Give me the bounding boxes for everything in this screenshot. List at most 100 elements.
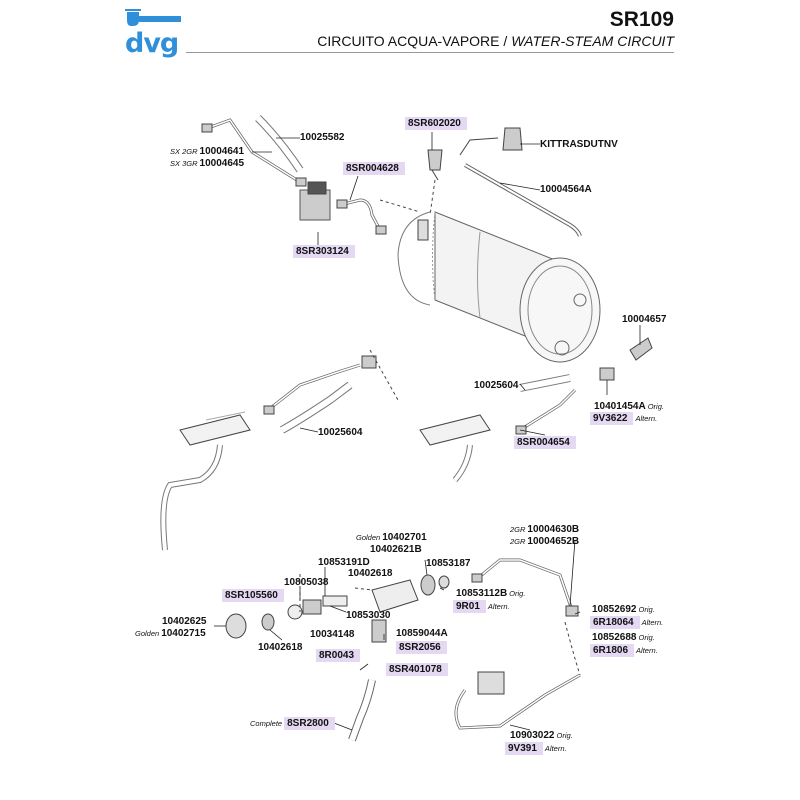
- part-number: 9R01: [453, 600, 486, 613]
- part-label-KITTRASDUTNV: KITTRASDUTNV: [540, 139, 618, 150]
- part-label-8SR105560: 8SR105560: [222, 589, 284, 602]
- part-number: 10852692: [592, 604, 637, 615]
- part-label-8SR004628: 8SR004628: [343, 162, 405, 175]
- part-number: 10004630B: [527, 524, 580, 535]
- part-label-10402625: 10402625: [162, 616, 207, 627]
- part-number: 10853112B: [456, 588, 508, 599]
- part-label-8SR2056: 8SR2056: [396, 641, 447, 654]
- part-number: 10004641: [199, 146, 245, 157]
- label-prefix: Complete: [250, 719, 283, 728]
- part-label-8R0043: 8R0043: [316, 649, 361, 662]
- part-number: 10903022: [510, 730, 555, 741]
- label-suffix: Altern.: [487, 602, 510, 611]
- label-suffix: Altern.: [544, 744, 567, 753]
- part-label-8SR401078: 8SR401078: [386, 663, 448, 676]
- model-number: SR109: [609, 8, 674, 31]
- part-label-8SR602020: 8SR602020: [405, 117, 467, 130]
- part-label-10004657: 10004657: [622, 314, 667, 325]
- part-number: 10004645: [199, 158, 245, 169]
- label-suffix: Altern.: [636, 646, 658, 655]
- part-label-8SR303124: 8SR303124: [293, 245, 355, 258]
- right-steam-wand: [419, 414, 491, 482]
- part-number: 9V3622: [590, 412, 634, 425]
- label-prefix: 2GR: [510, 537, 526, 546]
- header-rule: [186, 52, 674, 53]
- label-suffix: Orig.: [509, 589, 526, 598]
- part-label-10402621B: 10402621B: [370, 544, 422, 555]
- top-left-pipes: [201, 115, 421, 235]
- label-suffix: Altern.: [641, 618, 664, 627]
- part-label-10859044A: 10859044A: [396, 628, 448, 639]
- label-suffix: Orig.: [638, 605, 655, 614]
- part-number: 6R1806: [590, 644, 635, 657]
- part-number: 8SR2056: [396, 641, 447, 654]
- bottom-right-assembly: [454, 558, 581, 730]
- part-number: 8SR303124: [293, 245, 355, 258]
- part-label-8SR004654: 8SR004654: [514, 436, 576, 449]
- part-label-10853191D: 10853191D: [318, 557, 370, 568]
- bottom-left-assembly: [225, 574, 450, 742]
- leader-lines: [214, 132, 641, 731]
- part-label-10853030: 10853030: [346, 610, 391, 621]
- title-separator: /: [499, 33, 512, 49]
- part-number: 10004652B: [527, 536, 580, 547]
- label-prefix: 2GR: [510, 525, 526, 534]
- label-suffix: Orig.: [556, 731, 573, 740]
- part-number: 8SR004654: [514, 436, 576, 449]
- part-label-10025582: 10025582: [300, 132, 345, 143]
- part-number: 8SR602020: [405, 117, 467, 130]
- left-steam-wand: [160, 349, 399, 551]
- part-number: 8SR2800: [284, 717, 335, 730]
- top-right-parts: [427, 127, 582, 237]
- label-prefix: Golden: [356, 533, 381, 542]
- part-label-10853187: 10853187: [426, 558, 471, 569]
- label-suffix: Orig.: [638, 633, 655, 642]
- label-suffix: Altern.: [635, 414, 658, 423]
- part-number: 9V391: [505, 742, 543, 755]
- part-number: 6R18064: [590, 616, 640, 629]
- logo-cup-icon: [125, 9, 181, 26]
- part-label-10402618-top: 10402618: [348, 568, 393, 579]
- part-number: 8SR105560: [222, 589, 284, 602]
- label-prefix: SX 3GR: [170, 159, 198, 168]
- part-label-10004564A: 10004564A: [540, 184, 592, 195]
- title-english: WATER-STEAM CIRCUIT: [511, 33, 674, 49]
- part-label-10025604-left: 10025604: [318, 427, 363, 438]
- label-suffix: Orig.: [647, 402, 664, 411]
- label-prefix: SX 2GR: [170, 147, 198, 156]
- page-title: CIRCUITO ACQUA-VAPORE / WATER-STEAM CIRC…: [317, 33, 674, 49]
- boiler-tank: [397, 211, 601, 363]
- part-number: 10402715: [161, 628, 206, 639]
- part-label-10034148: 10034148: [310, 629, 355, 640]
- part-label-10805038: 10805038: [284, 577, 329, 588]
- part-number: 8SR401078: [386, 663, 448, 676]
- title-italian: CIRCUITO ACQUA-VAPORE: [317, 33, 500, 49]
- part-number: 8SR004628: [343, 162, 405, 175]
- part-label-10025604-right: 10025604: [474, 380, 519, 391]
- part-number: 10852688: [592, 632, 637, 643]
- label-prefix: Golden: [135, 629, 160, 638]
- logo-text: dvg: [125, 28, 179, 59]
- part-number: 10402701: [382, 532, 427, 543]
- part-number: 10401454A: [594, 401, 646, 412]
- part-number: 8R0043: [316, 649, 361, 662]
- part-label-10402618-bottom: 10402618: [258, 642, 303, 653]
